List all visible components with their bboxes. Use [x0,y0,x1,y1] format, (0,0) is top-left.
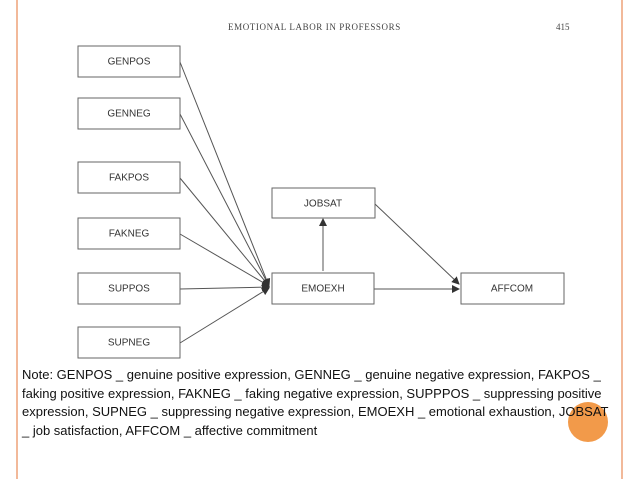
page-header: EMOTIONAL LABOR IN PROFESSORS 415 [0,22,638,38]
right-border-line [621,0,623,479]
node-affcom-label: AFFCOM [491,284,533,295]
node-emoexh-label: EMOEXH [301,284,344,295]
node-jobsat: JOBSAT [271,187,376,219]
edge-fakpos-emoexh [179,177,270,287]
edge-jobsat-affcom [374,203,460,285]
edge-genpos-emoexh [179,61,271,287]
edge-fakneg-emoexh [179,233,270,287]
node-fakneg: FAKNEG [77,217,181,250]
node-affcom: AFFCOM [460,272,565,305]
node-suppos-label: SUPPOS [108,284,150,295]
node-fakpos-label: FAKPOS [109,173,149,184]
edge-supneg-emoexh [179,287,270,344]
node-genneg: GENNEG [77,97,181,130]
header-page-number: 415 [556,22,570,32]
node-emoexh: EMOEXH [271,272,375,305]
edge-suppos-emoexh [179,283,270,292]
node-jobsat-label: JOBSAT [304,199,342,210]
node-supneg: SUPNEG [77,326,181,359]
diagram-note: Note: GENPOS _ genuine positive expressi… [22,367,609,438]
edge-genneg-emoexh [179,113,270,287]
decorative-orange-circle [568,402,608,442]
node-fakpos: FAKPOS [77,161,181,194]
node-supneg-label: SUPNEG [108,338,150,349]
node-genpos: GENPOS [77,45,181,78]
node-suppos: SUPPOS [77,272,181,305]
node-genpos-label: GENPOS [108,57,151,68]
node-fakneg-label: FAKNEG [109,229,150,240]
header-title: EMOTIONAL LABOR IN PROFESSORS [228,22,401,32]
left-border-line [16,0,18,479]
node-genneg-label: GENNEG [107,109,151,120]
